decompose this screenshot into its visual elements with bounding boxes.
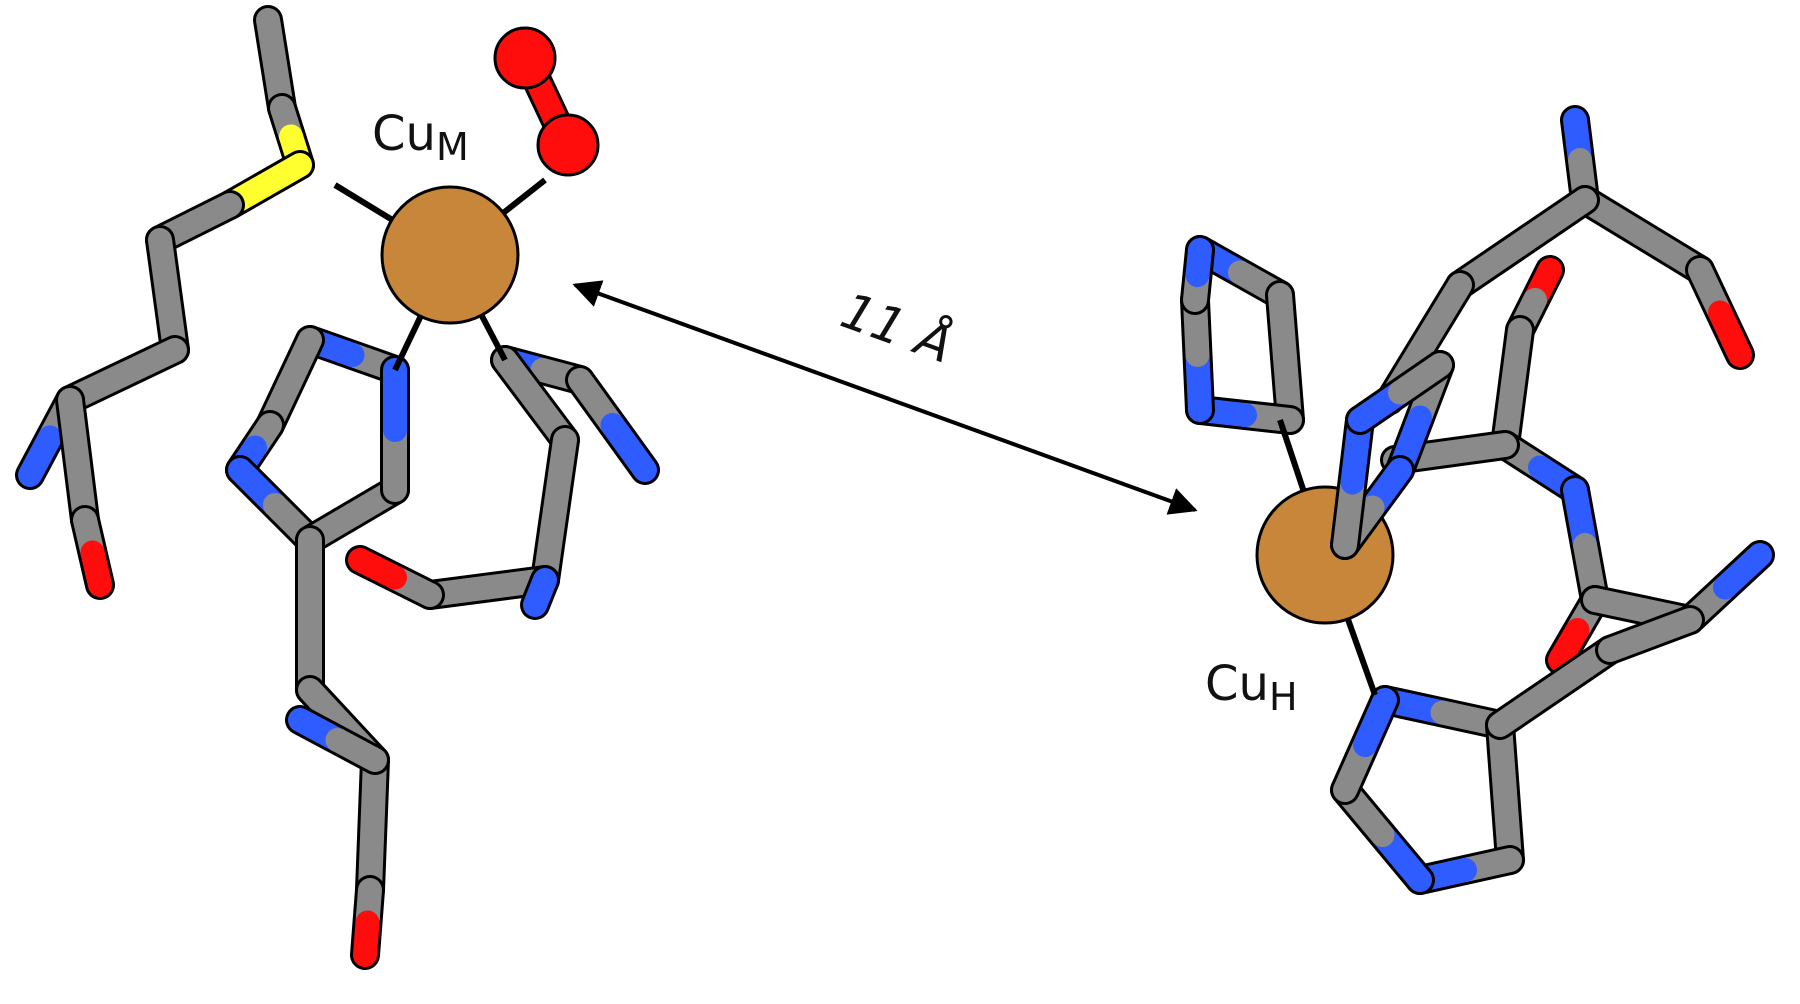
residue-bond-half-b-34 — [1708, 300, 1752, 367]
peroxide-oxygen-1 — [493, 26, 557, 90]
residue-bond-half-b-49 — [1353, 688, 1397, 757]
cu-m-atom — [380, 185, 520, 325]
distance-label: 11 Å — [834, 281, 961, 374]
front-bond-half-b-4 — [1388, 353, 1452, 405]
front-bonds-layer — [493, 26, 1455, 560]
residue-bond-half-b-31 — [1185, 238, 1212, 287]
peroxide-oxygen-2 — [536, 113, 600, 177]
residue-bond-half-b-8 — [80, 540, 112, 597]
copper-atoms-layer — [333, 177, 1395, 697]
residue-bond-half-a-35 — [1510, 188, 1597, 255]
residue-bond-half-b-21 — [600, 413, 657, 482]
residue-bond-half-b-41 — [1548, 618, 1590, 672]
back-bonds-layer — [15, 5, 1775, 970]
residue-bond-half-b-43 — [1713, 543, 1772, 600]
cu-m-label: CuM — [372, 106, 469, 169]
residue-bond-half-b-26 — [523, 580, 552, 617]
residue-bond-half-b-6 — [18, 425, 62, 487]
residue-bond-half-b-19 — [325, 728, 387, 772]
residue-bond-half-b-51 — [1638, 608, 1702, 647]
residue-bond-half-b-25 — [348, 548, 407, 590]
cu-h-label: CuH — [1205, 656, 1298, 719]
residue-bond-half-b-18 — [353, 910, 380, 967]
distance-arrow — [572, 280, 1198, 515]
